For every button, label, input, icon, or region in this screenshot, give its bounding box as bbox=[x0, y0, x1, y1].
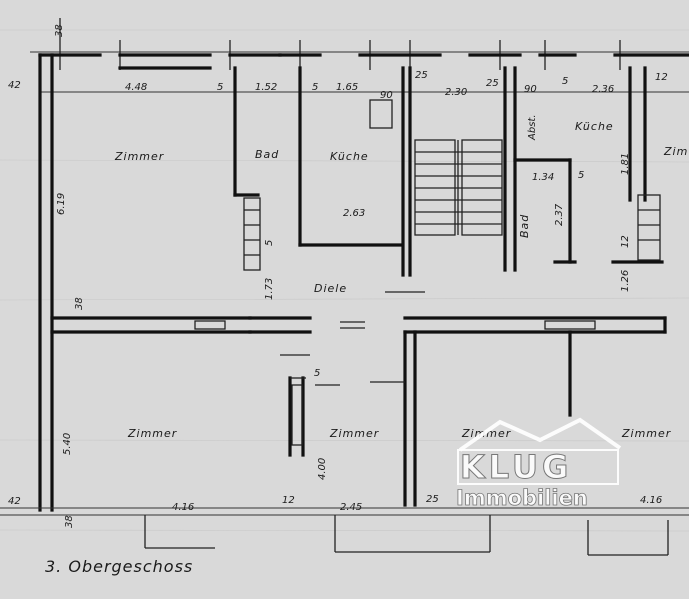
logo-subtitle: Immobilien bbox=[456, 486, 589, 511]
measure-1-81: 1.81 bbox=[620, 153, 631, 175]
measure-12-bottom: 12 bbox=[282, 495, 295, 506]
measure-2-36: 2.36 bbox=[592, 84, 614, 95]
measure-42-left: 42 bbox=[8, 80, 21, 91]
room-label-zimmer-bottom-1: Zimmer bbox=[127, 427, 178, 440]
measure-1-73: 1.73 bbox=[264, 278, 275, 300]
plan-title: 3. Obergeschoss bbox=[45, 557, 193, 576]
measure-2-37: 2.37 bbox=[554, 203, 565, 226]
measure-2-63: 2.63 bbox=[343, 208, 365, 219]
measure-5-f: 5 bbox=[314, 368, 320, 379]
measure-5-c: 5 bbox=[562, 76, 568, 87]
room-label-zimmer-top-left: Zimmer bbox=[114, 150, 165, 163]
room-label-diele: Diele bbox=[314, 282, 347, 295]
measure-1-52: 1.52 bbox=[255, 82, 277, 93]
measure-12-right: 12 bbox=[620, 235, 631, 248]
measure-2-30: 2.30 bbox=[445, 87, 467, 98]
room-label-zimmer-top-right: Zim bbox=[663, 145, 688, 158]
measure-4-16-b: 4.16 bbox=[640, 495, 662, 506]
corridor-wall bbox=[50, 291, 667, 356]
measure-5-d: 5 bbox=[264, 240, 275, 246]
measure-38-mid: 38 bbox=[74, 297, 85, 310]
paper-texture bbox=[0, 29, 689, 532]
measure-5-40: 5.40 bbox=[62, 433, 73, 455]
measure-6-19: 6.19 bbox=[56, 193, 67, 215]
room-label-kueche-right: Küche bbox=[575, 120, 614, 133]
interior-walls-top bbox=[233, 66, 664, 277]
bottom-dimension-line bbox=[0, 507, 689, 556]
measure-4-00: 4.00 bbox=[317, 458, 328, 480]
measure-12-top: 12 bbox=[655, 72, 668, 83]
measure-5-e: 5 bbox=[578, 170, 584, 181]
measure-1-65: 1.65 bbox=[336, 82, 358, 93]
measure-5-a: 5 bbox=[217, 82, 223, 93]
staircase bbox=[414, 139, 503, 236]
room-label-zimmer-bottom-2: Zimmer bbox=[329, 427, 380, 440]
room-label-zimmer-bottom-4: Zimmer bbox=[621, 427, 672, 440]
logo-brand: KLUG bbox=[459, 448, 573, 487]
measure-4-16-a: 4.16 bbox=[172, 502, 194, 513]
logo-house-icon bbox=[457, 417, 622, 485]
interior-walls-bottom bbox=[288, 330, 572, 507]
room-label-bad-right: Bad bbox=[518, 214, 531, 238]
measure-25-a: 25 bbox=[415, 70, 428, 81]
measure-1-26: 1.26 bbox=[620, 270, 631, 292]
measure-25-c: 25 bbox=[426, 494, 439, 505]
measure-90-a: 90 bbox=[380, 90, 393, 101]
exterior-walls bbox=[38, 53, 689, 512]
measure-38-bottom: 38 bbox=[64, 515, 75, 528]
measure-42-bottom: 42 bbox=[8, 496, 21, 507]
room-label-kueche-left: Küche bbox=[330, 150, 369, 163]
measure-90-b: 90 bbox=[524, 84, 537, 95]
measure-4-48: 4.48 bbox=[125, 82, 147, 93]
measure-5-b: 5 bbox=[312, 82, 318, 93]
measure-1-34: 1.34 bbox=[532, 172, 554, 183]
measure-2-45: 2.45 bbox=[340, 502, 362, 513]
measure-38-top: 38 bbox=[54, 24, 65, 37]
room-label-bad-left: Bad bbox=[255, 148, 279, 161]
room-label-abst: Abst. bbox=[527, 115, 538, 142]
measure-25-b: 25 bbox=[486, 78, 499, 89]
